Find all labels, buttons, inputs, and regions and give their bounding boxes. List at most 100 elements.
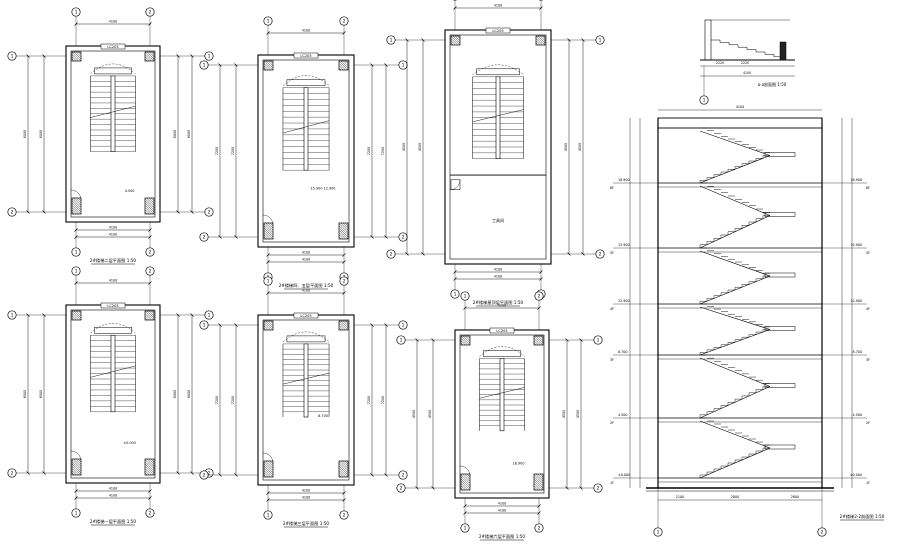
- dimension-text: 4500: [576, 410, 580, 418]
- break-line: [282, 120, 330, 134]
- hatch-line: [539, 473, 544, 478]
- break-line: [90, 365, 136, 378]
- dimension-text: 4100: [109, 233, 117, 237]
- dimension-tick: [415, 486, 419, 490]
- landing-rail: [286, 335, 326, 343]
- hatch-line: [460, 481, 470, 491]
- dimension-tick: [266, 498, 270, 502]
- column-outline: [263, 460, 274, 478]
- dimension-tick: [579, 486, 583, 490]
- hatch-line: [263, 323, 271, 331]
- column-hatch: [71, 310, 82, 321]
- column-outline: [71, 458, 82, 476]
- hatch-line: [338, 223, 349, 233]
- hatch-line: [265, 460, 274, 469]
- dimension-text: 4500: [418, 143, 422, 151]
- window-tag: LC205: [492, 29, 503, 33]
- hatch-line: [342, 460, 349, 467]
- hatch-line: [343, 320, 349, 326]
- hatch-line: [268, 60, 274, 66]
- dimension-tick: [148, 281, 152, 285]
- window-tag: LC205: [300, 314, 311, 318]
- hatch-line: [263, 472, 269, 478]
- axis-bubble: [199, 470, 209, 480]
- hatch-line: [144, 472, 148, 476]
- axis-number: 1: [400, 338, 403, 344]
- wall-outline: [454, 329, 550, 499]
- dimension-tick: [74, 281, 78, 285]
- hatch-line: [457, 35, 461, 39]
- hatch-line: [533, 340, 539, 346]
- axis-number: 2: [11, 471, 14, 477]
- hatch-line: [263, 465, 274, 476]
- hatch-line: [263, 227, 274, 238]
- axis-bubble: [534, 523, 544, 533]
- dimension-tick: [266, 260, 270, 264]
- break-line: [282, 372, 330, 385]
- hatch-line: [71, 461, 82, 471]
- column-outline: [338, 60, 349, 71]
- column-outline: [71, 51, 82, 62]
- elevation-mark: ±0.000: [123, 441, 136, 445]
- window-tag: LC205: [107, 45, 118, 49]
- flight-soffit: [699, 329, 771, 356]
- axis-number: 1: [402, 63, 405, 69]
- dimension-text: 4500: [412, 410, 416, 418]
- dimension-tick: [176, 471, 180, 475]
- dimension-tick: [190, 313, 194, 317]
- dimension-tick: [42, 210, 46, 214]
- landing-slab: [764, 383, 796, 388]
- dimension-tick: [266, 291, 270, 295]
- wall-outline: [257, 54, 355, 248]
- hatch-line: [263, 327, 267, 331]
- column-hatch: [263, 460, 274, 478]
- dimension-tick: [42, 54, 46, 58]
- level-value: 15.900: [850, 243, 862, 247]
- dimension-text: 4100: [494, 4, 502, 8]
- hatch-line: [338, 474, 342, 478]
- hatch-line: [71, 211, 75, 215]
- window-mark: [100, 43, 126, 50]
- dimension-tick: [176, 313, 180, 317]
- axis-bubble: [204, 207, 214, 217]
- dimension-tick: [26, 313, 30, 317]
- dimension-tick: [266, 31, 270, 35]
- landing-slab: [764, 272, 796, 278]
- dimension-text: 4100: [109, 279, 117, 283]
- dimension-tick: [218, 235, 222, 239]
- window-tag: LC205: [107, 304, 118, 308]
- hatch-line: [538, 335, 544, 341]
- hatch-line: [71, 317, 75, 321]
- stair-well: [303, 343, 309, 418]
- hatch-line: [338, 461, 349, 471]
- column-outline: [263, 320, 274, 331]
- hatch-line: [267, 222, 274, 229]
- hatch-line: [144, 52, 154, 62]
- dimension-tick: [176, 210, 180, 214]
- axis-bubble: [263, 510, 273, 520]
- hatch-line: [460, 338, 468, 346]
- hatch-line: [450, 36, 460, 46]
- hatch-line: [263, 321, 273, 331]
- axis-bubble: [204, 310, 214, 320]
- column-hatch: [71, 51, 82, 62]
- hatch-line: [144, 463, 155, 474]
- dimension-tick: [74, 22, 78, 26]
- landing-rail: [286, 79, 326, 86]
- dimension-tick: [342, 498, 346, 502]
- axis-bubble: [595, 249, 605, 259]
- hatch-line: [269, 222, 274, 227]
- hatch-line: [144, 468, 152, 476]
- axis-number: 1: [267, 279, 270, 285]
- hatch-line: [263, 223, 274, 233]
- axis-number: 1: [390, 38, 393, 44]
- hatch-line: [144, 470, 150, 476]
- hatch-line: [263, 236, 267, 240]
- floor-label: 2F: [610, 421, 614, 425]
- hatch-line: [144, 202, 155, 213]
- axis-bubble: [386, 249, 396, 259]
- hatch-line: [455, 35, 461, 41]
- hatch-line: [71, 459, 82, 469]
